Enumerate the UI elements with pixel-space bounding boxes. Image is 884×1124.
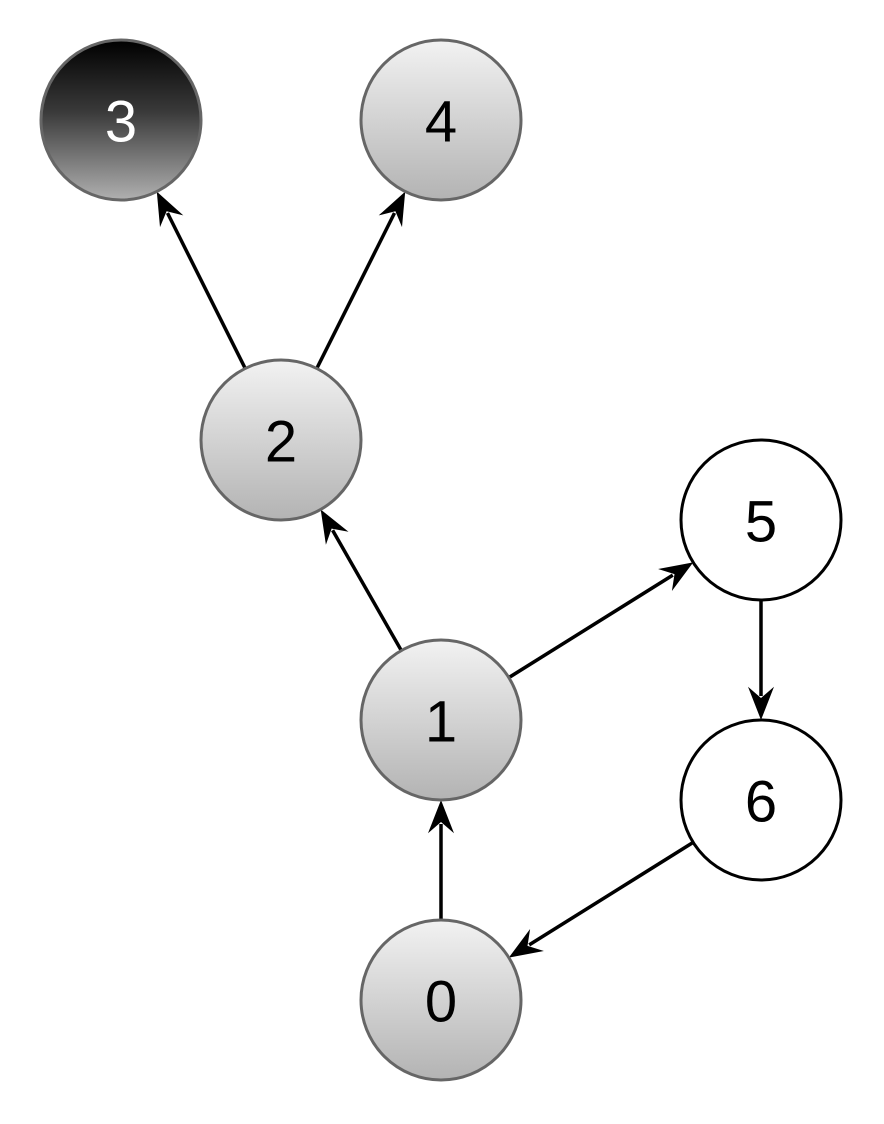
arrowhead-icon: [428, 800, 454, 834]
edge-1-to-2: [320, 509, 403, 652]
node-label: 3: [105, 90, 137, 155]
arrowhead-icon: [658, 562, 694, 591]
edge-2-to-3: [156, 191, 247, 370]
edge-5-to-6: [748, 600, 774, 720]
node-circle: [359, 918, 523, 1082]
edge-line: [528, 840, 695, 947]
node-5: 5: [679, 438, 843, 602]
node-circle: [359, 638, 523, 802]
edge-line: [331, 529, 403, 652]
edge-line: [165, 212, 247, 370]
arrowhead-icon: [320, 509, 349, 545]
node-2: 2: [199, 358, 363, 522]
edges-layer: [156, 191, 774, 958]
node-circle: [679, 718, 843, 882]
arrowhead-icon: [378, 191, 406, 228]
node-1: 1: [359, 638, 523, 802]
node-4: 4: [359, 38, 523, 202]
edge-line: [507, 573, 674, 680]
node-circle: [39, 38, 203, 202]
node-circle: [359, 38, 523, 202]
node-label: 4: [425, 90, 457, 155]
node-label: 6: [745, 770, 777, 835]
edge-2-to-4: [315, 191, 406, 370]
arrowhead-icon: [156, 191, 184, 228]
edge-0-to-1: [428, 800, 454, 920]
edge-6-to-0: [508, 840, 695, 958]
edge-1-to-5: [507, 562, 694, 680]
node-label: 0: [425, 970, 457, 1035]
node-circle: [679, 438, 843, 602]
nodes-layer: 0 1 2 3 4 5 6: [39, 38, 843, 1082]
arrowhead-icon: [748, 686, 774, 720]
node-3: 3: [39, 38, 203, 202]
node-label: 2: [265, 410, 297, 475]
node-0: 0: [359, 918, 523, 1082]
node-label: 1: [425, 690, 457, 755]
arrowhead-icon: [508, 929, 544, 958]
edge-line: [315, 212, 397, 370]
node-circle: [199, 358, 363, 522]
node-6: 6: [679, 718, 843, 882]
node-label: 5: [745, 490, 777, 555]
